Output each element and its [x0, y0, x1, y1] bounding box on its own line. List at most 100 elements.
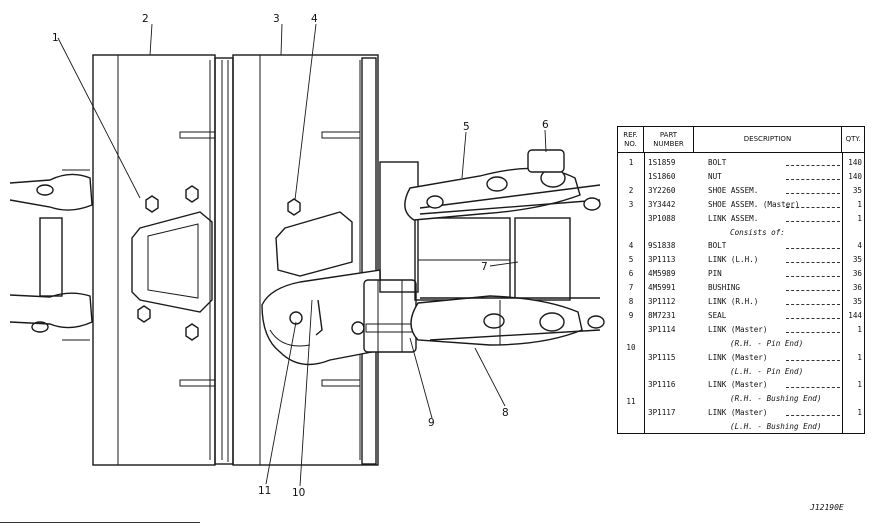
row-description: LINK (Master): [708, 408, 768, 418]
row-part-number: 4M5991: [648, 283, 676, 293]
row-part-number: 1S1860: [648, 171, 676, 181]
row-part-number: 3P1116: [648, 380, 676, 390]
column-divider: [842, 153, 843, 433]
row-ref: 1: [628, 158, 634, 167]
callout-labels: 1 2 3 4 5 6 7 8 9 10 11: [52, 13, 549, 499]
bottom-rule: [0, 522, 200, 523]
table-row: Consists of:: [618, 226, 864, 240]
callout-10: 10: [292, 487, 305, 499]
leader-dots: [786, 262, 840, 264]
row-qty: 1: [857, 199, 862, 209]
drawing-number: J12190E: [810, 503, 844, 512]
row-qty: 35: [852, 185, 862, 195]
row-description: BUSHING: [708, 283, 741, 293]
leader-dots: [786, 317, 840, 319]
row-description: (L.H. - Bushing End): [730, 422, 822, 432]
shoe-bolt-heads: [137, 185, 199, 341]
callout-7: 7: [481, 261, 488, 273]
row-qty: 1: [857, 213, 862, 223]
leader-dots: [786, 220, 840, 222]
row-description: LINK (Master): [708, 324, 768, 334]
row-description: SHOE ASSEM. (Master): [708, 199, 800, 209]
row-qty: 1: [857, 352, 862, 362]
row-description: LINK ASSEM.: [708, 213, 759, 223]
leader-dots: [786, 192, 840, 194]
callout-5: 5: [463, 121, 470, 133]
table-row: 5 3P1113 LINK (L.H.) 35: [618, 253, 864, 267]
leader-dots: [786, 206, 840, 208]
row-description: (R.H. - Pin End): [730, 338, 804, 348]
row-ref: 4: [628, 241, 634, 251]
callout-1: 1: [52, 32, 59, 44]
row-description: NUT: [708, 171, 722, 181]
row-ref: 7: [628, 283, 634, 293]
row-description: BOLT: [708, 241, 727, 251]
leader-dots: [786, 248, 840, 250]
leader-dots: [786, 276, 840, 278]
row-description: BOLT: [708, 158, 727, 167]
table-row: (L.H. - Bushing End): [618, 420, 864, 434]
callout-6: 6: [542, 119, 549, 131]
table-row: 4 9S1838 BOLT 4: [618, 239, 864, 253]
row-description: SEAL: [708, 310, 727, 320]
row-qty: 35: [852, 255, 862, 265]
row-ref: 3: [628, 199, 634, 209]
callout-8: 8: [502, 407, 509, 419]
row-part-number: 3P1113: [648, 255, 676, 265]
row-qty: 140: [848, 158, 862, 167]
header-description: DESCRIPTION: [694, 127, 842, 153]
row-part-number: 9S1838: [648, 241, 676, 251]
row-ref: 8: [628, 297, 634, 306]
row-part-number: 3P1088: [648, 213, 676, 223]
row-qty: 1: [857, 380, 862, 390]
ref-10-group: 10: [626, 343, 636, 352]
leader-lines: [57, 23, 547, 487]
left-link-chain: [9, 169, 93, 341]
row-part-number: 3Y2260: [648, 185, 676, 195]
row-part-number: 8M7231: [648, 310, 676, 320]
row-ref: 5: [628, 255, 634, 265]
row-ref: 6: [628, 269, 634, 279]
track-shoe: [92, 54, 234, 466]
row-qty: 140: [848, 171, 862, 181]
table-row: (R.H. - Bushing End): [618, 392, 864, 406]
master-shoe: [232, 54, 379, 466]
row-ref: 2: [628, 185, 634, 195]
leader-dots: [786, 290, 840, 292]
table-row: (L.H. - Pin End): [618, 365, 864, 379]
table-row: 3P1116 LINK (Master) 1: [618, 378, 864, 392]
column-divider: [644, 153, 645, 433]
callout-4: 4: [311, 13, 318, 25]
row-description: LINK (Master): [708, 352, 768, 362]
row-description: Consists of:: [730, 227, 785, 237]
leader-dots: [786, 359, 840, 361]
table-row: 7 4M5991 BUSHING 36: [618, 281, 864, 295]
row-description: LINK (Master): [708, 380, 768, 390]
row-qty: 36: [852, 283, 862, 293]
row-qty: 35: [852, 297, 862, 306]
leader-dots: [786, 387, 840, 389]
row-qty: 4: [857, 241, 862, 251]
row-description: LINK (L.H.): [708, 255, 759, 265]
leader-dots: [786, 178, 840, 180]
callout-9: 9: [428, 417, 435, 429]
table-row: (R.H. - Pin End): [618, 337, 864, 351]
row-part-number: 3P1114: [648, 324, 676, 334]
ref-11-group: 11: [626, 397, 636, 406]
right-link-chain: [379, 149, 605, 346]
callout-3: 3: [273, 13, 280, 25]
master-link-section: [261, 269, 429, 366]
leader-dots: [786, 331, 840, 333]
row-ref: 9: [628, 310, 634, 320]
